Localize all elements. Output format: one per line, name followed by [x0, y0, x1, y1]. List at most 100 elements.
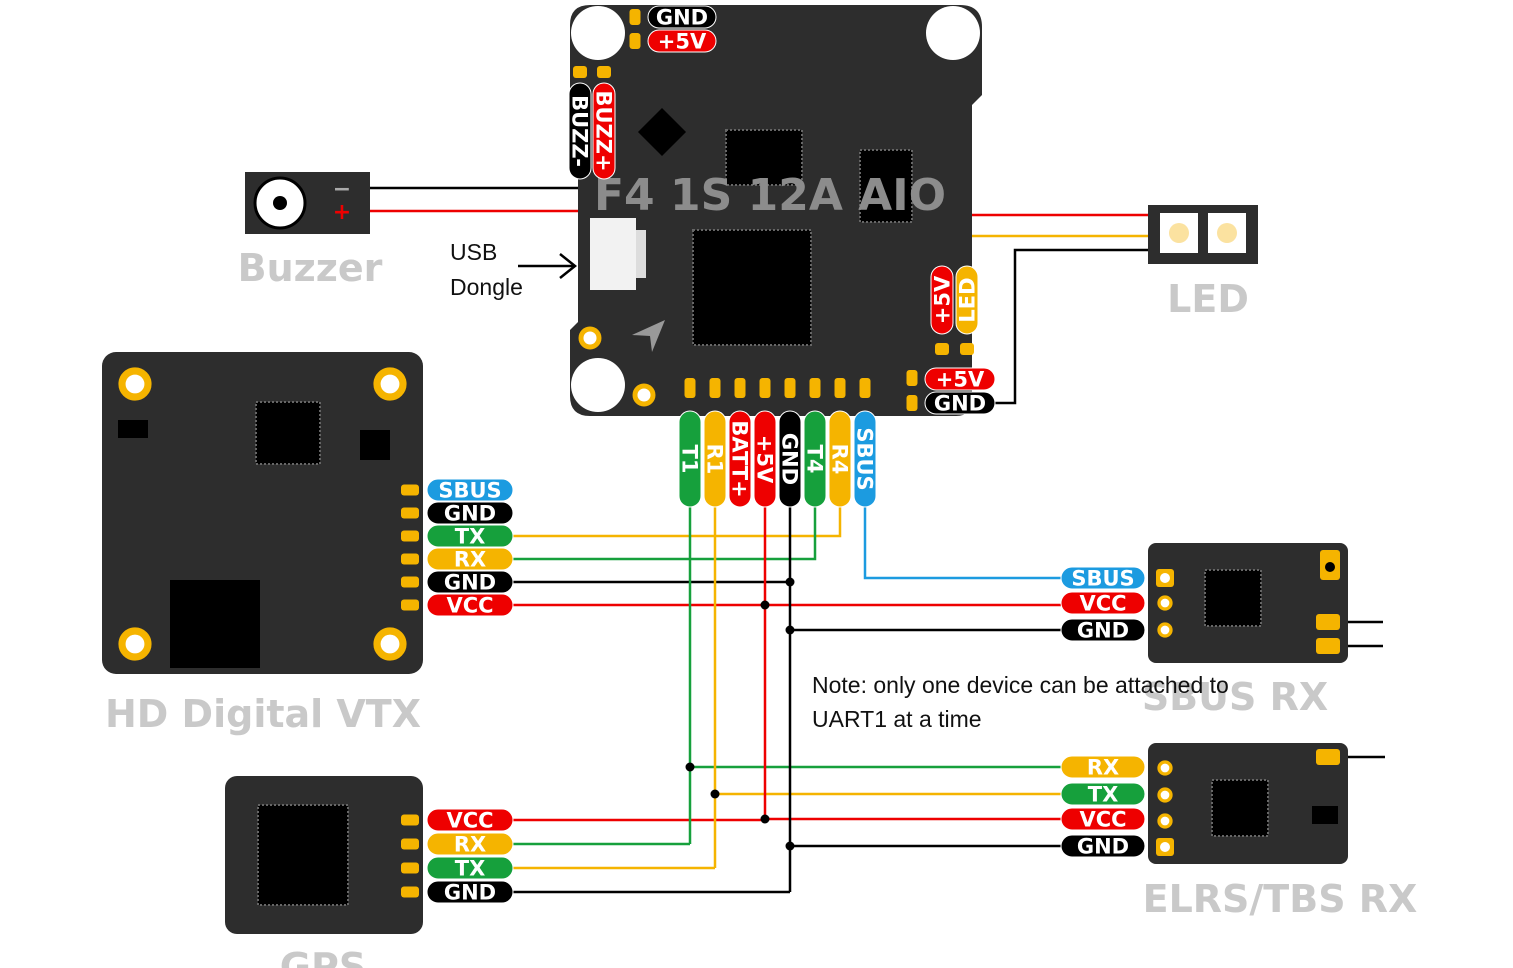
chip [725, 129, 803, 186]
solder-pad [401, 507, 419, 519]
junction-dot [760, 600, 770, 610]
vtx-board [102, 352, 423, 674]
fc-led-pad-label: LED [955, 265, 980, 335]
solder-pad [809, 378, 821, 398]
pill-background [426, 501, 514, 525]
solder-pad [629, 9, 641, 25]
pill-background [1060, 834, 1146, 858]
fc-pin-label: R1 [703, 410, 727, 508]
buzzer-title: Buzzer [238, 246, 383, 290]
pill-label: T4 [803, 445, 827, 474]
component [118, 420, 148, 438]
pill-background [426, 808, 514, 832]
mounting-hole [571, 358, 625, 412]
vtx-title: HD Digital VTX [105, 692, 421, 736]
pill-background [426, 856, 514, 880]
solder-ring [1157, 622, 1173, 638]
solder-pad [573, 66, 587, 78]
solder-pad [597, 66, 611, 78]
pill-label: VCC [1079, 808, 1126, 832]
bind-button-dot [1325, 562, 1335, 572]
fc-pin-label: +5V [753, 410, 777, 508]
solder-pad [1316, 614, 1340, 630]
labels: Note: only one device can be attached to… [426, 5, 1229, 905]
direction-arrow-icon [632, 320, 665, 352]
pill-label: GND [656, 6, 708, 30]
junction-dot [785, 625, 795, 635]
usb-label-line2: Dongle [450, 274, 523, 300]
sbus-rx-pad-label: SBUS [1060, 566, 1146, 591]
solder-pad [401, 599, 419, 611]
solder-ring [1157, 787, 1173, 803]
gps-pad-label: TX [426, 856, 514, 881]
pill-background [1060, 807, 1146, 831]
pill-background [803, 410, 827, 508]
chip [255, 401, 321, 465]
wire-vtx-tx [513, 505, 842, 538]
fc-pin-label: SBUS [853, 410, 877, 508]
solder-pad [734, 378, 746, 398]
sbus-rx-pad-label: VCC [1060, 591, 1146, 616]
pill-label: GND [778, 433, 802, 485]
chip [1211, 779, 1269, 837]
elrs-rx-pad-label: GND [1060, 834, 1146, 859]
junction-dot [760, 814, 770, 824]
imu-chip [637, 107, 687, 157]
fc-pin-label: T1 [678, 410, 702, 508]
pad-hole [1160, 573, 1170, 583]
solder-pad [935, 343, 949, 355]
pill-label: SBUS [1071, 567, 1134, 591]
fc-led-pad-label: +5V [930, 265, 955, 335]
pill-background [828, 410, 852, 508]
pill-label: VCC [446, 594, 493, 618]
fc-pin-label: BATT+ [728, 410, 752, 508]
chip [859, 149, 913, 223]
wire-buzzer-minus [370, 175, 582, 190]
pill-background [426, 593, 514, 617]
elrs-rx-pad-label: RX [1060, 755, 1146, 780]
led-lens [1169, 223, 1189, 243]
elrs-rx-title: ELRS/TBS RX [1143, 877, 1418, 921]
junction-dot [785, 841, 795, 851]
gps-pad-label: RX [426, 832, 514, 857]
solder-pad [709, 378, 721, 398]
vtx-pad-label: VCC [426, 593, 514, 618]
vtx-camera-module [170, 580, 260, 668]
solder-pad [401, 838, 419, 850]
solder-pad [629, 33, 641, 49]
solder-pad [784, 378, 796, 398]
pill-label: GND [1077, 619, 1129, 643]
led-title: LED [1167, 277, 1249, 321]
gps-pad-label: GND [426, 880, 514, 905]
mounting-hole [926, 6, 980, 60]
pill-label: TX [1088, 783, 1119, 807]
buzzer-center [273, 196, 287, 210]
fc-buzzer-pad-label: BUZZ+ [592, 82, 616, 180]
pill-background [753, 410, 777, 508]
gps-chip [257, 804, 349, 906]
solder-ring [373, 627, 407, 661]
pill-label: VCC [446, 809, 493, 833]
mcu-chip [692, 229, 812, 346]
component [1312, 806, 1338, 824]
pill-background [592, 82, 616, 180]
pill-label: BUZZ- [568, 95, 592, 167]
pill-background [853, 410, 877, 508]
solder-ring [1157, 760, 1173, 776]
vtx-pad-label: GND [426, 570, 514, 595]
buzzer-minus-label: − [333, 177, 351, 202]
solder-pad [859, 378, 871, 398]
component [360, 430, 390, 460]
junction-dot [785, 577, 795, 587]
vtx-pad-label: GND [426, 501, 514, 526]
vtx-pad-label: RX [426, 547, 514, 572]
solder-pad [906, 395, 918, 411]
wire-led-5v [940, 213, 1148, 268]
pill-background [568, 82, 592, 180]
pill-background [426, 880, 514, 904]
junction-dot [710, 789, 720, 799]
led-lens [1217, 223, 1237, 243]
elrs-rx-pad-label: VCC [1060, 807, 1146, 832]
pad-hole [1160, 842, 1170, 852]
